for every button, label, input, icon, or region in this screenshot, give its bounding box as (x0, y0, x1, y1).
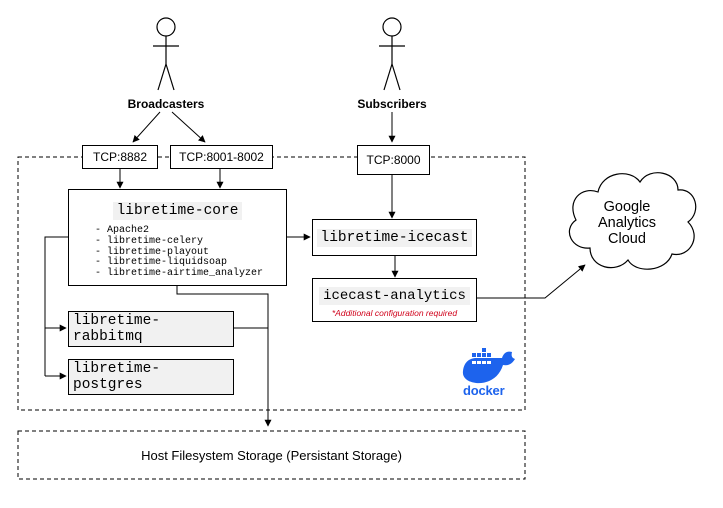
cloud-label: Google Analytics Cloud (572, 199, 682, 247)
libretime-core-box: libretime-core - Apache2 - libretime-cel… (68, 189, 287, 286)
arrow-broadcasters-8882 (132, 111, 161, 143)
port-8001-box: TCP:8001-8002 (170, 145, 273, 169)
core-item: - libretime-celery (95, 235, 204, 247)
port-8882-label: TCP:8882 (92, 150, 148, 164)
port-8000-box: TCP:8000 (357, 145, 430, 175)
docker-logo-text: docker (463, 383, 505, 398)
cloud-line-1: Google (603, 199, 651, 215)
core-item: - libretime-liquidsoap (95, 257, 228, 269)
line-core-trunk (44, 236, 68, 376)
line-core-storage (176, 286, 272, 427)
port-8000-label: TCP:8000 (366, 153, 421, 167)
icecast-analytics-box: icecast-analytics *Additional configurat… (312, 278, 477, 322)
subscribers-label: Subscribers (357, 97, 427, 111)
arrow-analytics-cloud (477, 264, 586, 299)
arrow-broadcasters-8001 (171, 111, 206, 143)
port-8882-box: TCP:8882 (82, 145, 158, 169)
cloud-line-2: Analytics (597, 215, 657, 231)
libretime-rabbitmq-box: libretime-rabbitmq (68, 311, 234, 347)
icecast-analytics-label: icecast-analytics (319, 287, 470, 305)
libretime-core-title: libretime-core (112, 202, 243, 220)
google-analytics-cloud-shape (568, 172, 697, 270)
libretime-icecast-label: libretime-icecast (316, 228, 473, 247)
broadcasters-label: Broadcasters (127, 97, 205, 111)
host-storage-label: Host Filesystem Storage (Persistant Stor… (141, 447, 402, 463)
subscribers-actor-icon (379, 17, 405, 91)
cloud-line-3: Cloud (608, 231, 646, 247)
core-item: - Apache2 (95, 225, 150, 236)
analytics-config-note: *Additional configuration required (331, 308, 458, 318)
storage-boundary (17, 430, 526, 480)
libretime-rabbitmq-label: libretime-rabbitmq (69, 312, 233, 346)
port-8001-label: TCP:8001-8002 (179, 150, 264, 164)
libretime-postgres-label: libretime-postgres (69, 360, 233, 394)
libretime-postgres-box: libretime-postgres (68, 359, 234, 395)
broadcasters-actor-icon (153, 17, 179, 91)
core-item: - libretime-airtime_analyzer (95, 268, 264, 280)
libretime-icecast-box: libretime-icecast (312, 219, 477, 256)
core-item: - libretime-playout (95, 246, 210, 258)
docker-whale-icon (462, 348, 515, 384)
core-component-list: - Apache2 - libretime-celery - libretime… (95, 225, 264, 280)
